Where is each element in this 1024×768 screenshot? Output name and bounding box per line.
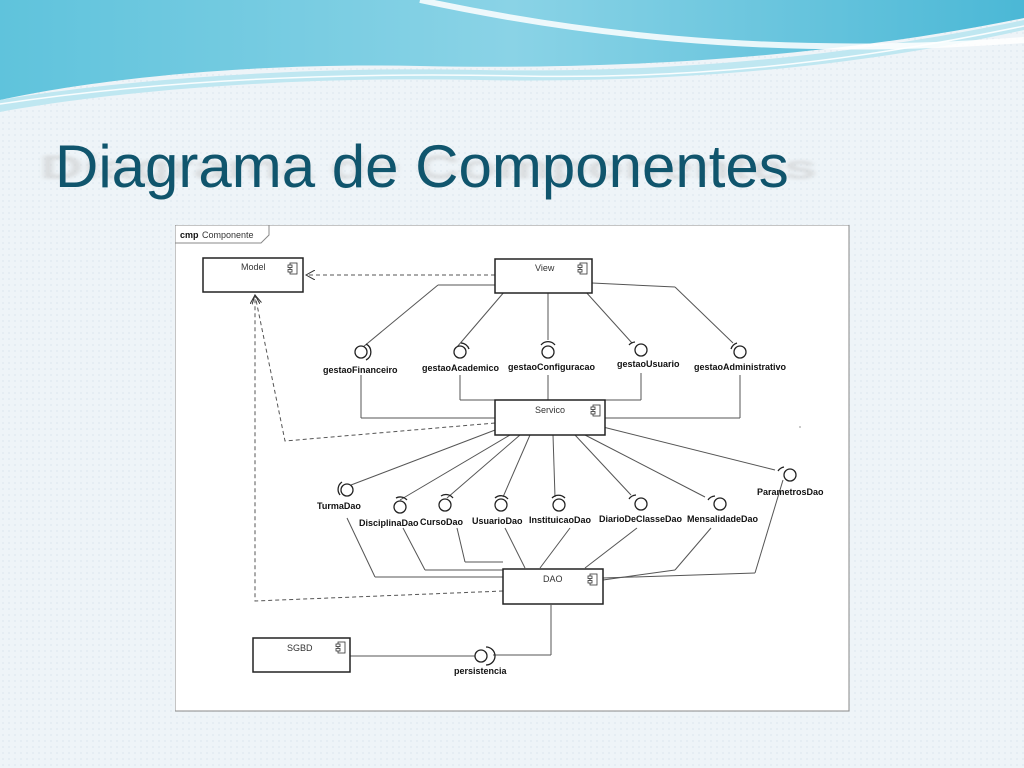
component-sgbd: SGBD	[252, 637, 351, 673]
interface-icon-gestaoFinanceiro	[354, 343, 372, 361]
interface-label: DisciplinaDao	[359, 518, 419, 528]
dependency-lines	[255, 275, 504, 602]
interface-label: gestaoAcademico	[422, 363, 500, 373]
component-model: Model	[202, 257, 304, 293]
dao-interface-labels: TurmaDao DisciplinaDao CursoDao UsuarioD…	[317, 487, 824, 528]
component-sgbd-label: SGBD	[287, 643, 313, 653]
interface-label: gestaoFinanceiro	[323, 365, 398, 375]
page-title-reflection: Diagrama de Componentes	[40, 148, 817, 186]
page-title: Diagrama de Componentes	[55, 133, 789, 200]
interface-label: UsuarioDao	[472, 516, 523, 526]
interface-icon-ParametrosDao	[777, 466, 797, 482]
interface-icon-CursoDao	[438, 493, 454, 512]
interface-icon-MensalidadeDao	[707, 495, 727, 511]
interface-icon-InstituicaoDao	[551, 494, 566, 512]
interface-label: gestaoConfiguracao	[508, 362, 596, 372]
component-servico-label: Servico	[535, 405, 565, 415]
interface-icon-persistencia	[474, 646, 496, 666]
component-servico: Servico	[494, 399, 606, 436]
header-wave	[0, 0, 1024, 112]
interface-icon-gestaoAcademico	[453, 342, 470, 359]
interface-label: gestaoAdministrativo	[694, 362, 787, 372]
component-model-label: Model	[241, 262, 266, 272]
wave-band-dark	[0, 0, 1024, 100]
interface-label: DiarioDeClasseDao	[599, 514, 683, 524]
service-interface-labels: gestaoFinanceiro gestaoAcademico gestaoC…	[323, 359, 787, 375]
stray-dot	[799, 426, 801, 428]
interface-icon-DisciplinaDao	[393, 496, 408, 514]
interface-icon-TurmaDao	[337, 481, 354, 497]
diagram-frame	[175, 225, 850, 712]
interface-icon-DiarioDeClasseDao	[628, 494, 648, 511]
interface-icon-gestaoConfiguracao	[540, 341, 556, 359]
interface-label: InstituicaoDao	[529, 515, 592, 525]
interface-label: TurmaDao	[317, 501, 361, 511]
component-dao-label: DAO	[543, 574, 563, 584]
frame-name: Componente	[202, 230, 254, 240]
component-dao: DAO	[502, 568, 604, 605]
interface-icon-gestaoUsuario	[628, 341, 648, 357]
service-interface-icons	[354, 341, 747, 361]
interface-label: gestaoUsuario	[617, 359, 680, 369]
wave-line	[0, 25, 1024, 105]
frame-keyword: cmp	[180, 230, 199, 240]
interface-label: CursoDao	[420, 517, 464, 527]
interface-label: persistencia	[454, 666, 508, 676]
component-view-label: View	[535, 263, 555, 273]
dao-interface-icons	[337, 466, 797, 514]
component-view: View	[494, 258, 593, 294]
interface-icon-gestaoAdministrativo	[730, 342, 747, 359]
connector-lines	[346, 282, 784, 657]
frame-tab	[175, 225, 270, 244]
interface-icon-UsuarioDao	[494, 495, 509, 512]
interface-label: ParametrosDao	[757, 487, 824, 497]
component-diagram: cmp Componente	[175, 225, 850, 712]
interface-label: MensalidadeDao	[687, 514, 759, 524]
